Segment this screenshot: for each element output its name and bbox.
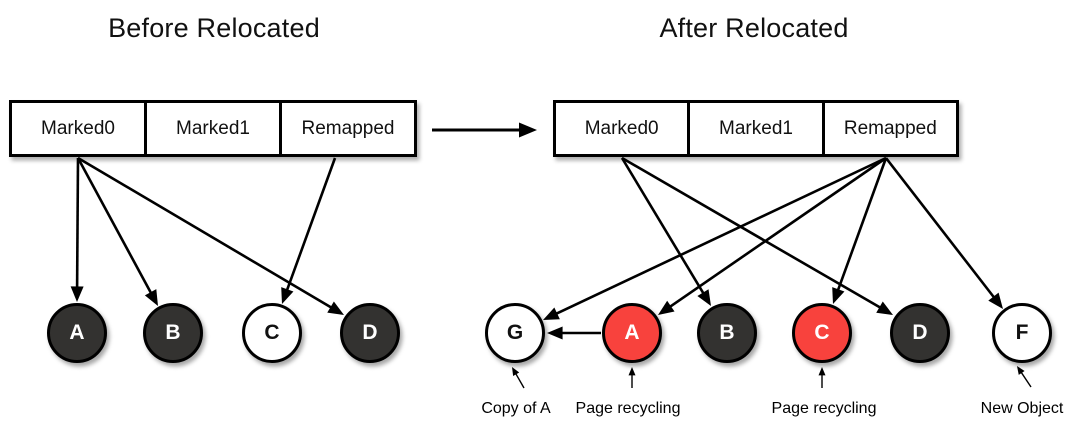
- after-cell-remapped: Remapped: [821, 103, 956, 154]
- pointer-copy-of-a: [514, 372, 525, 389]
- arrow-after-remapped-to-f-head: [988, 292, 1003, 309]
- object-d-before: D: [340, 303, 400, 363]
- object-a-after: A: [602, 303, 662, 363]
- object-d-after: D: [890, 303, 950, 363]
- object-label: D: [362, 321, 378, 344]
- before-cell-marked1: Marked1: [144, 103, 279, 154]
- object-f-after: F: [992, 303, 1052, 363]
- note-copy-of-a: Copy of A: [481, 400, 551, 417]
- arrow-a-to-g-head: [547, 326, 563, 340]
- object-label: D: [912, 321, 928, 344]
- object-label: B: [165, 321, 181, 344]
- object-label: F: [1015, 321, 1029, 344]
- arrow-after-remapped-to-g: [554, 156, 887, 316]
- arrow-after-remapped-to-a-head: [658, 300, 675, 315]
- object-c-before: C: [242, 303, 302, 363]
- pointer-new-object: [1019, 370, 1032, 388]
- arrow-after-remapped-to-c-head: [832, 287, 845, 304]
- object-label: G: [506, 321, 524, 344]
- object-label: A: [624, 321, 640, 344]
- pointer-copy-of-a-head: [512, 367, 520, 377]
- note-page-recycling-a: Page recycling: [575, 400, 681, 417]
- arrow-before-marked0-to-b-head: [144, 289, 158, 306]
- object-label: A: [69, 321, 85, 344]
- after-title: After Relocated: [659, 13, 849, 43]
- object-b-after: B: [697, 303, 757, 363]
- object-b-before: B: [143, 303, 203, 363]
- arrow-before-remapped-to-c-head: [281, 287, 294, 304]
- arrow-after-remapped-to-a: [668, 156, 887, 309]
- arrow-after-marked0-to-b-head: [697, 289, 711, 306]
- object-label: B: [719, 321, 735, 344]
- arrow-before-to-after-head: [519, 122, 537, 138]
- note-new-object: New Object: [980, 400, 1064, 417]
- arrow-before-marked0-to-a-head: [70, 286, 84, 302]
- arrow-after-remapped-to-g-head: [543, 307, 560, 320]
- pointer-new-object-head: [1017, 366, 1025, 375]
- arrow-before-marked0-to-b: [76, 157, 153, 295]
- before-cell-remapped: Remapped: [279, 103, 414, 154]
- object-label: C: [814, 321, 830, 344]
- object-g-after: G: [485, 303, 545, 363]
- note-page-recycling-c: Page recycling: [771, 400, 877, 417]
- arrow-after-remapped-to-c: [836, 157, 888, 292]
- arrow-after-marked0-to-b: [620, 157, 706, 296]
- object-c-after: C: [792, 303, 852, 363]
- object-a-before: A: [47, 303, 107, 363]
- arrow-before-remapped-to-c: [285, 157, 337, 292]
- arrow-before-marked0-to-d: [77, 156, 333, 310]
- arrow-after-marked0-to-d-head: [876, 301, 893, 315]
- object-label: C: [264, 321, 280, 344]
- before-title: Before Relocated: [108, 13, 320, 43]
- arrow-after-remapped-to-f: [884, 157, 996, 300]
- arrow-after-marked0-to-d: [621, 156, 882, 310]
- before-cell-marked0: Marked0: [41, 117, 115, 139]
- before-view-box: Marked0 Marked1 Remapped: [9, 100, 417, 157]
- arrow-before-marked0-to-a: [75, 157, 80, 289]
- arrow-before-marked0-to-d-head: [327, 301, 344, 315]
- pointer-page-recycling-a-head: [628, 367, 636, 376]
- after-cell-marked0: Marked0: [584, 117, 659, 139]
- after-cell-marked1: Marked1: [687, 103, 821, 154]
- after-view-box: Marked0 Marked1 Remapped: [553, 100, 959, 157]
- pointer-page-recycling-c-head: [818, 367, 826, 376]
